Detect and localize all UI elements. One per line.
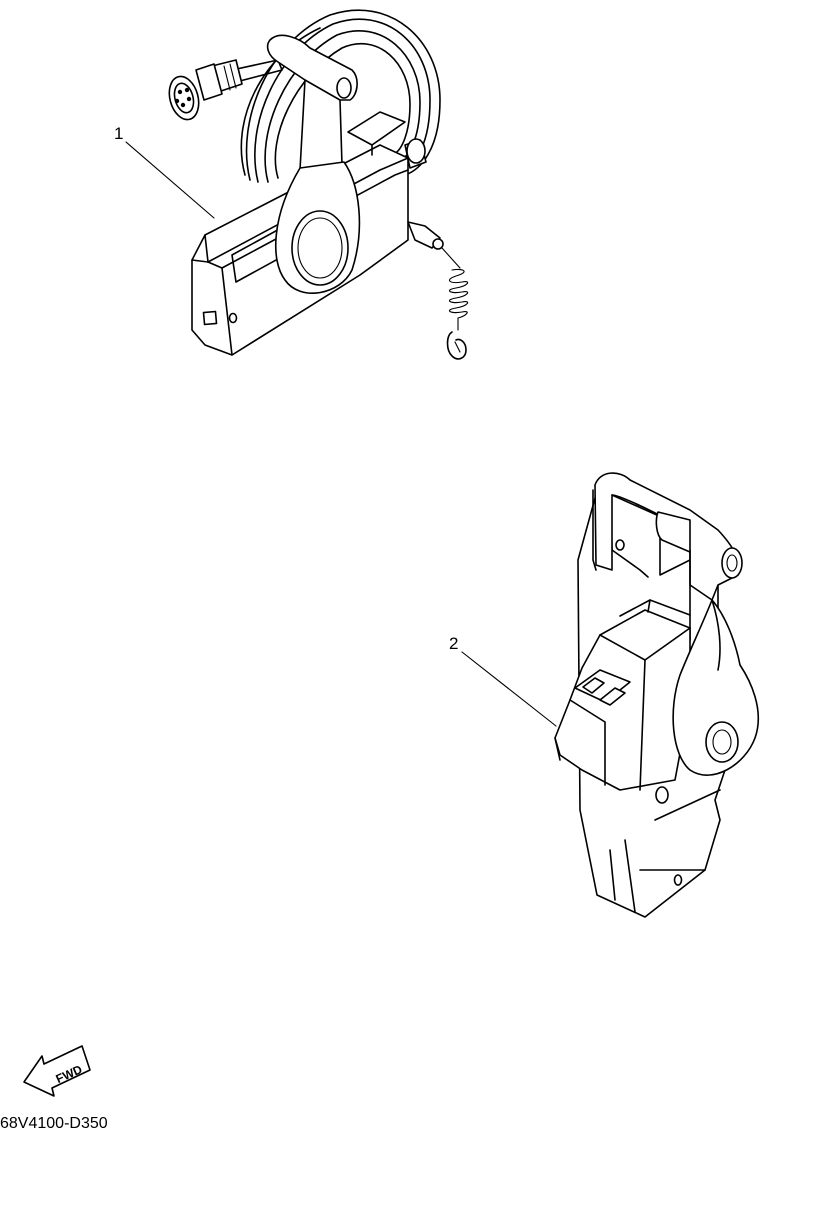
callout-number: 2 bbox=[449, 634, 458, 653]
lever-handle-frame bbox=[594, 472, 743, 641]
callout-2: 2 bbox=[449, 634, 557, 727]
callout-1: 1 bbox=[114, 124, 215, 219]
callout-leader-line bbox=[125, 141, 215, 219]
control-lever bbox=[266, 34, 361, 294]
callout-number: 1 bbox=[114, 124, 123, 143]
control-head bbox=[554, 599, 691, 791]
part-2-top-mount-remote-control bbox=[554, 472, 760, 918]
control-lever-arm bbox=[655, 599, 760, 804]
lanyard-cord-with-clip bbox=[407, 221, 469, 360]
trim-switch-buttons bbox=[574, 669, 631, 706]
fwd-arrow-icon bbox=[23, 1045, 91, 1097]
diagram-code: 68V4100-D350 bbox=[0, 1115, 108, 1132]
cable-coil bbox=[240, 9, 441, 183]
wire-harness-connector bbox=[168, 59, 283, 121]
fwd-direction-marker: FWD bbox=[23, 1045, 91, 1097]
callout-leader-line bbox=[461, 651, 557, 727]
part-1-side-mount-remote-control bbox=[168, 9, 469, 360]
